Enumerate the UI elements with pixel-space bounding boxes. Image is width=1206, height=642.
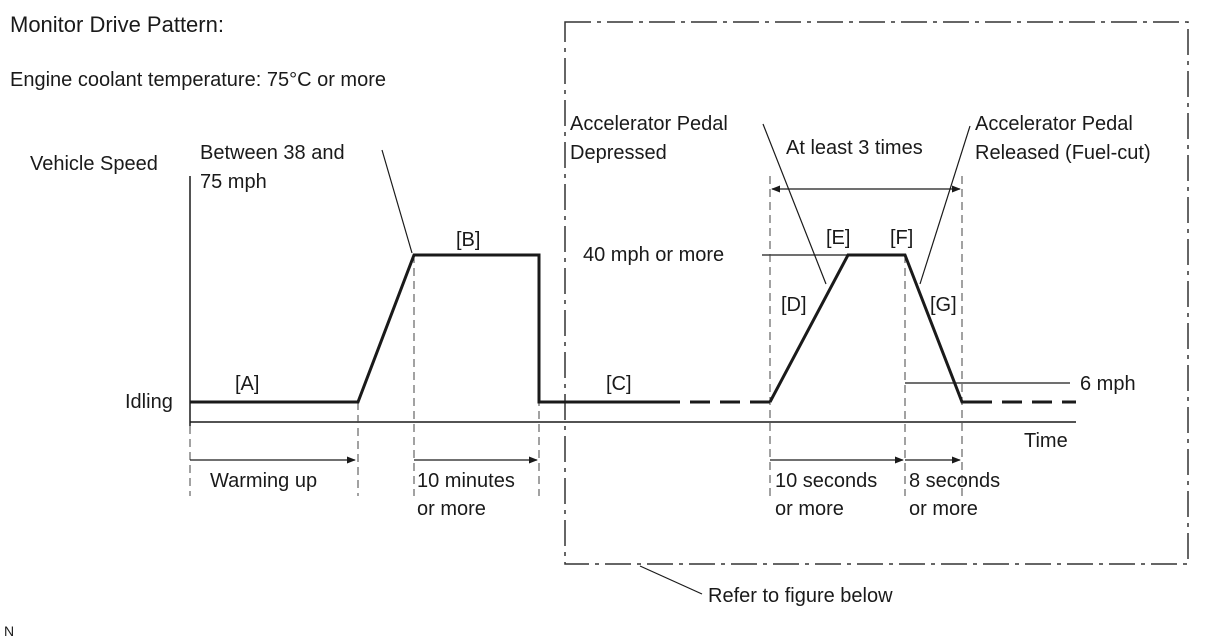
- pedal-depressed-leader: [762, 123, 827, 285]
- speed-range-label-line2: 75 mph: [200, 171, 267, 193]
- refer-leader-line: [639, 565, 703, 595]
- ten-minutes-label-line2: or more: [417, 498, 486, 520]
- speed-trace-main: [190, 253, 660, 404]
- speed-trace-accel-cycle: [768, 253, 972, 404]
- diagram-title: Monitor Drive Pattern:: [10, 12, 224, 37]
- speed-range-label-line1: Between 38 and: [200, 142, 345, 164]
- warming-up-label: Warming up: [210, 470, 317, 492]
- segment-g-label: [G]: [930, 294, 957, 316]
- speed-range-leader: [381, 149, 413, 254]
- speed-6-label: 6 mph: [1080, 373, 1136, 395]
- ten-minutes-label-line1: 10 minutes: [417, 470, 515, 492]
- segment-e-label: [E]: [826, 227, 850, 249]
- pedal-released-leader: [919, 125, 971, 285]
- ten-seconds-label-line1: 10 seconds: [775, 470, 877, 492]
- idling-label: Idling: [125, 391, 173, 413]
- corner-mark: N: [4, 623, 14, 639]
- repeat-section-frame: [564, 21, 1189, 565]
- eight-seconds-label-line1: 8 seconds: [909, 470, 1000, 492]
- refer-label: Refer to figure below: [708, 585, 893, 607]
- segment-b-label: [B]: [456, 229, 480, 251]
- y-axis-label: Vehicle Speed: [30, 153, 158, 175]
- pedal-released-label-line1: Accelerator Pedal: [975, 113, 1133, 135]
- pedal-released-label-line2: Released (Fuel-cut): [975, 142, 1151, 164]
- pedal-depressed-label-line1: Accelerator Pedal: [570, 113, 728, 135]
- pedal-depressed-label-line2: Depressed: [570, 142, 667, 164]
- segment-c-label: [C]: [606, 373, 632, 395]
- ten-seconds-label-line2: or more: [775, 498, 844, 520]
- segment-d-label: [D]: [781, 294, 807, 316]
- segment-a-label: [A]: [235, 373, 259, 395]
- eight-seconds-label-line2: or more: [909, 498, 978, 520]
- speed-40-label: 40 mph or more: [583, 244, 724, 266]
- coolant-condition: Engine coolant temperature: 75°C or more: [10, 69, 386, 91]
- repeat-label: At least 3 times: [786, 137, 923, 159]
- x-axis-label: Time: [1024, 430, 1068, 452]
- segment-f-label: [F]: [890, 227, 913, 249]
